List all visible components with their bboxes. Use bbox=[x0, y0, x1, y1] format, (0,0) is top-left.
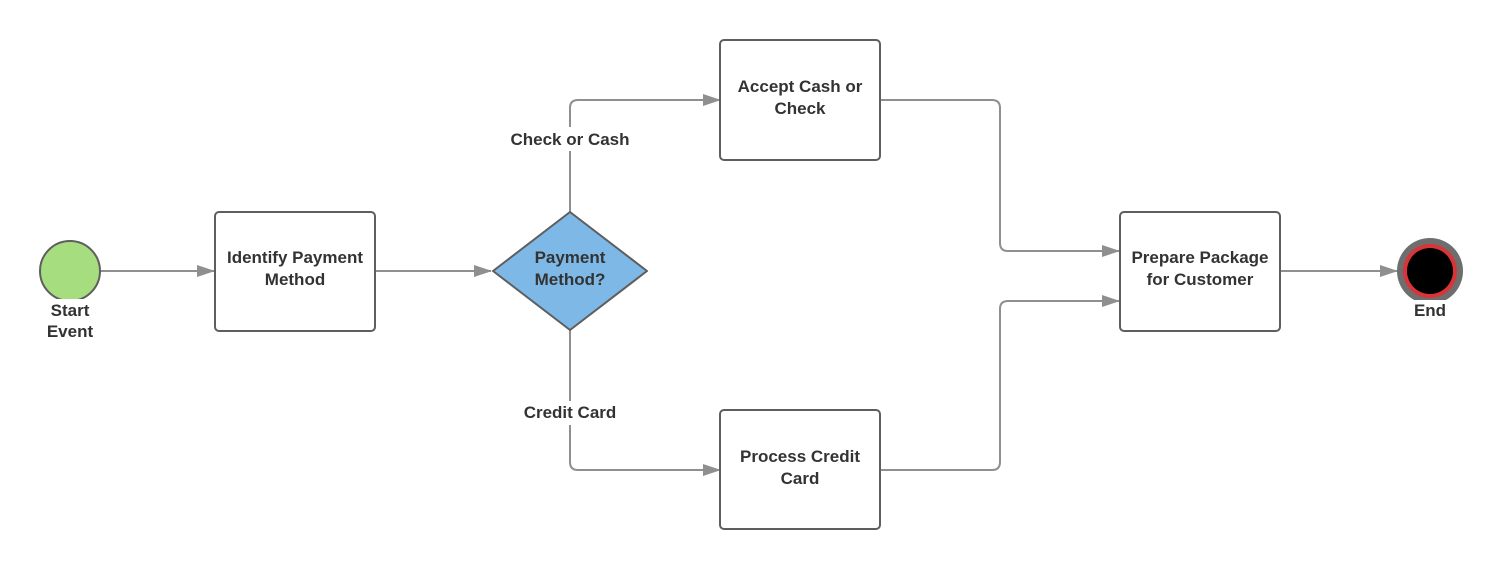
task-process-card-box bbox=[719, 409, 881, 530]
task-process-card-label-line-1: Process Credit bbox=[740, 447, 860, 466]
task-accept-cash-label-line-2: Check bbox=[774, 99, 826, 118]
edge-accept-cash-to-prepare[interactable] bbox=[880, 99, 1120, 257]
gateway-label-line-2: Method? bbox=[535, 270, 606, 289]
edge-label-check-or-cash: Check or Cash bbox=[502, 127, 638, 151]
start-event-label-line-1: Start bbox=[51, 301, 90, 320]
edge-gateway-to-accept-cash[interactable] bbox=[569, 94, 721, 213]
task-prepare-box bbox=[1119, 211, 1281, 332]
gateway-diamond bbox=[492, 211, 648, 331]
task-process-credit-card[interactable]: Process Credit Card bbox=[719, 409, 881, 530]
start-event-circle bbox=[39, 240, 101, 302]
edge-label-credit-card-text: Credit Card bbox=[524, 403, 617, 422]
task-accept-cash-or-check[interactable]: Accept Cash or Check bbox=[719, 39, 881, 161]
task-identify-label-line-1: Identify Payment bbox=[227, 248, 363, 267]
edge-gateway-to-process-card[interactable] bbox=[569, 330, 721, 476]
end-event[interactable]: End bbox=[1397, 238, 1463, 321]
task-identify-payment-method[interactable]: Identify Payment Method bbox=[214, 211, 376, 332]
gateway-label-line-1: Payment bbox=[535, 248, 606, 267]
task-process-card-label-line-2: Card bbox=[781, 469, 820, 488]
task-prepare-package[interactable]: Prepare Package for Customer bbox=[1119, 211, 1281, 332]
start-event-label-line-2: Event bbox=[47, 322, 94, 341]
task-prepare-label-line-2: for Customer bbox=[1147, 270, 1254, 289]
task-accept-cash-box bbox=[719, 39, 881, 161]
task-identify-box bbox=[214, 211, 376, 332]
edge-label-check-or-cash-text: Check or Cash bbox=[510, 130, 629, 149]
start-event[interactable]: Start Event bbox=[39, 240, 101, 343]
task-identify-label-line-2: Method bbox=[265, 270, 325, 289]
edge-process-card-to-prepare[interactable] bbox=[880, 295, 1120, 471]
gateway-payment-method[interactable]: Payment Method? bbox=[492, 211, 648, 331]
end-event-core bbox=[1407, 248, 1453, 294]
edge-label-credit-card: Credit Card bbox=[516, 401, 624, 425]
task-prepare-label-line-1: Prepare Package bbox=[1131, 248, 1268, 267]
end-event-label: End bbox=[1414, 301, 1446, 320]
task-accept-cash-label-line-1: Accept Cash or bbox=[738, 77, 863, 96]
